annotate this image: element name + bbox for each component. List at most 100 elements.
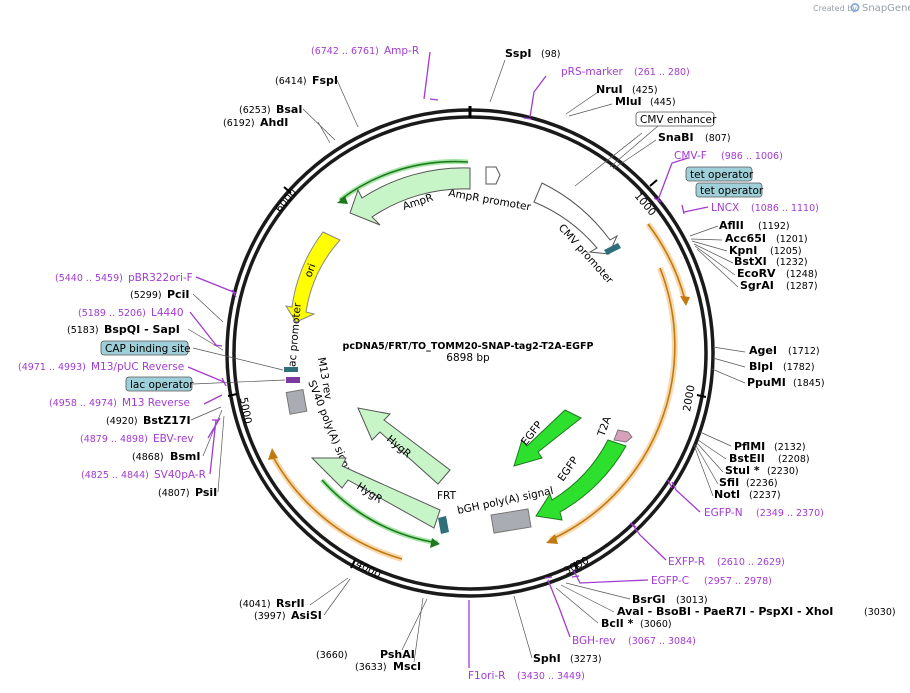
primer-egfp-c: EGFP-C (2957 .. 2978)	[651, 575, 772, 587]
svg-text:BlpI: BlpI	[749, 360, 773, 373]
svg-text:NruI: NruI	[596, 83, 623, 96]
site-sphi: SphI(3273)	[533, 652, 602, 665]
feature-egfp-1: EGFP	[513, 409, 582, 467]
svg-text:(3997): (3997)	[254, 611, 286, 622]
orf-arcs	[268, 159, 690, 562]
tick-2000: 2000	[681, 384, 707, 413]
svg-text:3000: 3000	[562, 555, 591, 578]
svg-text:EGFP-C: EGFP-C	[651, 575, 689, 587]
svg-text:(425): (425)	[632, 85, 658, 96]
svg-text:4000: 4000	[354, 558, 383, 581]
svg-text:AvaI - BsoBI - PaeR7I - PspXI: AvaI - BsoBI - PaeR7I - PspXI - XhoI	[617, 605, 833, 618]
svg-text:(4971 .. 4993): (4971 .. 4993)	[18, 362, 86, 373]
svg-text:(2236): (2236)	[746, 478, 778, 489]
site-avai-xhoi: AvaI - BsoBI - PaeR7I - PspXI - XhoI (303…	[617, 605, 896, 618]
box-cap-binding-site: CAP binding site	[100, 340, 191, 356]
label-connectors	[187, 59, 746, 663]
svg-text:(6742 .. 6761): (6742 .. 6761)	[311, 46, 379, 57]
primer-egfp-n: EGFP-N(2349 .. 2370)	[704, 507, 824, 519]
svg-text:(1192): (1192)	[758, 221, 790, 232]
credit-brand: SnapGene	[862, 3, 910, 14]
svg-text:(1712): (1712)	[788, 346, 820, 357]
svg-text:tet operator: tet operator	[690, 169, 754, 181]
site-stui: StuI *(2230)	[725, 464, 799, 477]
svg-text:(2957 .. 2978): (2957 .. 2978)	[704, 576, 772, 587]
svg-text:(1287): (1287)	[786, 281, 818, 292]
svg-text:FspI: FspI	[312, 74, 338, 87]
svg-text:MscI: MscI	[393, 660, 421, 673]
plasmid-name: pcDNA5/FRT/TO_TOMM20-SNAP-tag2-T2A-EGFP	[343, 341, 594, 352]
svg-text:(4868): (4868)	[132, 452, 164, 463]
svg-text:(3060): (3060)	[640, 619, 672, 630]
primer-m13-reverse: M13 Reverse(4958 .. 4974)	[49, 397, 190, 409]
svg-text:(3067 .. 3084): (3067 .. 3084)	[628, 636, 696, 647]
svg-text:(3660): (3660)	[316, 650, 348, 661]
svg-text:AmpR promoter: AmpR promoter	[447, 187, 532, 213]
svg-text:EcoRV: EcoRV	[737, 267, 776, 280]
site-bcli: BclI *(3060)	[601, 617, 672, 630]
svg-text:lac operator: lac operator	[130, 379, 194, 391]
svg-text:(3030): (3030)	[864, 607, 896, 618]
svg-text:MluI: MluI	[615, 95, 642, 108]
svg-text:SphI: SphI	[533, 652, 561, 665]
primer-m13-puc-reverse: M13/pUC Reverse(4971 .. 4993)	[18, 361, 184, 373]
svg-text:(4041): (4041)	[239, 599, 271, 610]
feature-cmv-promoter: CMV promoter	[533, 182, 621, 287]
svg-text:L4440: L4440	[151, 307, 184, 319]
primer-markers	[187, 51, 709, 668]
svg-text:SspI: SspI	[505, 47, 531, 60]
primer-l4440: L4440(5189 .. 5206)	[78, 307, 184, 319]
site-bstxi: BstXI(1232)	[734, 255, 808, 268]
svg-text:(1086 .. 1110): (1086 .. 1110)	[751, 203, 819, 214]
site-fspi: FspI (6414)	[275, 74, 338, 87]
tick-5000: 5000	[227, 393, 254, 425]
feature-ori: ori	[284, 231, 341, 323]
site-ahdi: AhdI(6192)	[223, 116, 288, 129]
svg-text:BstEII: BstEII	[729, 452, 765, 465]
site-ecorv: EcoRV (1248)	[737, 267, 818, 280]
svg-text:CMV enhancer: CMV enhancer	[640, 114, 717, 126]
svg-text:SfiI: SfiI	[719, 476, 739, 489]
feature-bgh-polya: bGH poly(A) signal	[456, 485, 555, 534]
primer-bgh-rev: BGH-rev(3067 .. 3084)	[572, 635, 696, 647]
tick-4000: 4000	[350, 558, 383, 581]
svg-text:(2610 .. 2629): (2610 .. 2629)	[717, 557, 785, 568]
site-sgrai: SgrAI(1287)	[740, 279, 818, 292]
feature-egfp-2: EGFP	[535, 439, 627, 521]
tick-3000: 3000	[562, 555, 591, 578]
svg-text:RsrII: RsrII	[276, 597, 305, 610]
svg-text:(98): (98)	[541, 49, 561, 60]
svg-text:(445): (445)	[650, 97, 676, 108]
site-bstz17i: BstZ17I(4920)	[106, 414, 191, 427]
svg-text:(2208): (2208)	[778, 454, 810, 465]
feature-lac-elements	[284, 367, 308, 415]
feature-t2a: T2A	[595, 414, 633, 443]
svg-text:AhdI: AhdI	[260, 116, 288, 129]
svg-text:pRS-marker: pRS-marker	[561, 66, 624, 78]
primer-f1ori-r: F1ori-R(3430 .. 3449)	[468, 670, 585, 682]
svg-text:(2237): (2237)	[749, 490, 781, 501]
svg-text:(6414): (6414)	[275, 76, 307, 87]
svg-text:(6253): (6253)	[239, 105, 271, 116]
svg-text:(1201): (1201)	[776, 234, 808, 245]
svg-text:(1248): (1248)	[786, 269, 818, 280]
svg-text:(261 .. 280): (261 .. 280)	[634, 67, 690, 78]
box-tet-operator-1: tet operator	[685, 166, 754, 182]
svg-text:LNCX: LNCX	[711, 202, 739, 214]
site-noti: NotI(2237)	[714, 488, 781, 501]
svg-text:(4920): (4920)	[106, 416, 138, 427]
svg-text:(4825 .. 4844): (4825 .. 4844)	[81, 470, 149, 481]
svg-text:tet operator: tet operator	[700, 185, 764, 197]
site-bsteii: BstEII (2208)	[729, 452, 810, 465]
svg-text:(4958 .. 4974): (4958 .. 4974)	[49, 398, 117, 409]
svg-text:AflII: AflII	[719, 219, 744, 232]
svg-text:(5440 .. 5459): (5440 .. 5459)	[55, 273, 123, 284]
primer-ebv-rev: EBV-rev(4879 .. 4898)	[80, 433, 194, 445]
site-sspi: SspI (98)	[505, 47, 561, 60]
primer-cmv-f: CMV-F(986 .. 1006)	[674, 150, 783, 162]
svg-text:5000: 5000	[237, 396, 253, 424]
plasmid-size: 6898 bp	[446, 352, 490, 364]
svg-text:BsmI: BsmI	[170, 450, 201, 463]
svg-text:PsiI: PsiI	[195, 486, 217, 499]
primer-prs-marker: pRS-marker (261 .. 280)	[561, 66, 690, 78]
